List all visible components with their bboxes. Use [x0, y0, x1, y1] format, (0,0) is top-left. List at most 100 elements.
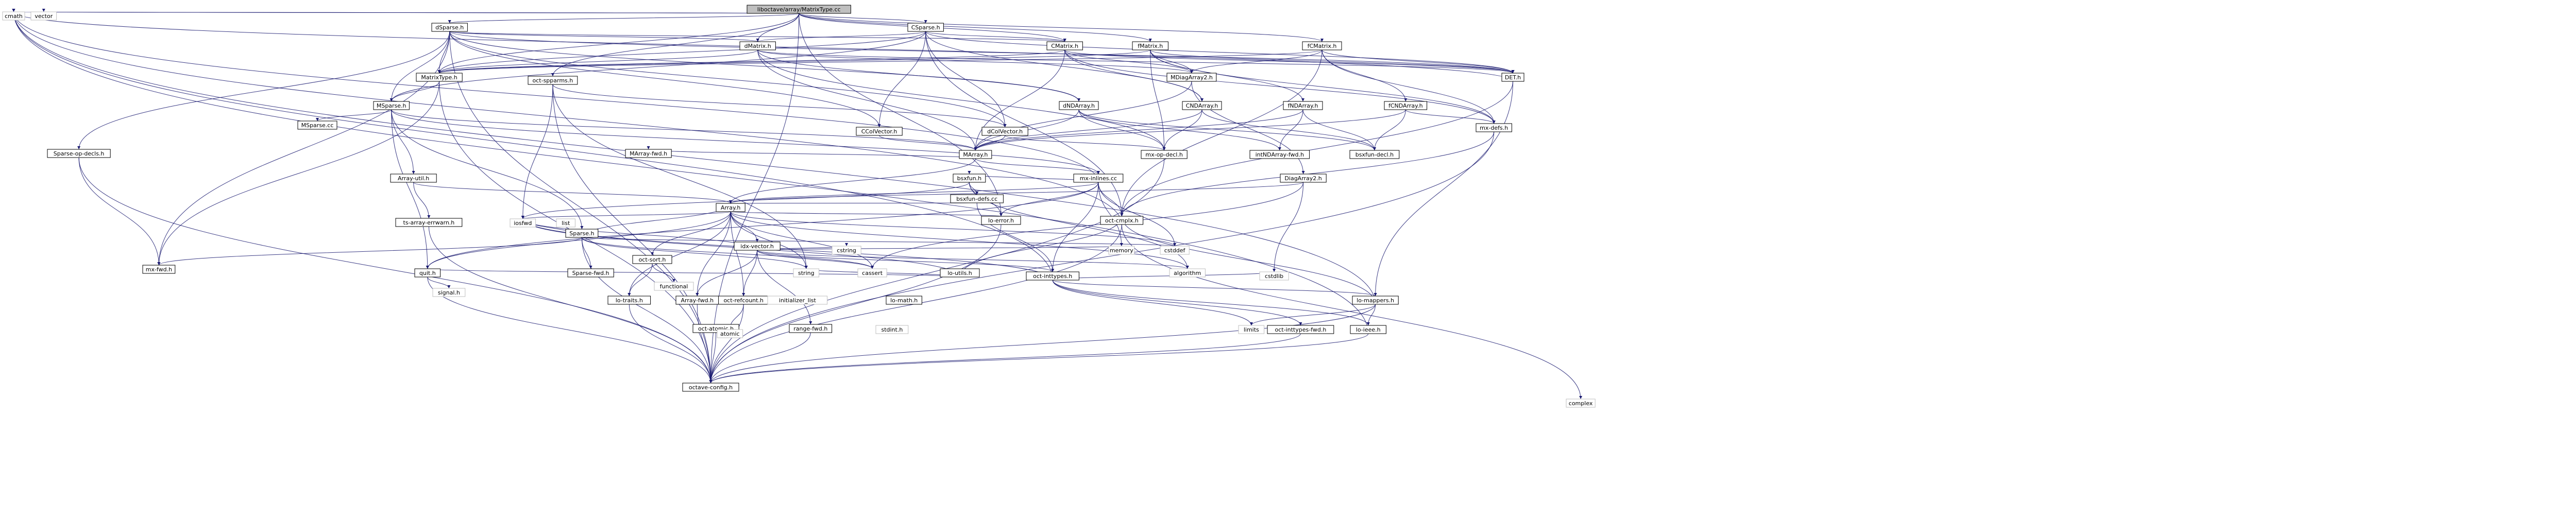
- graph-node-Array[interactable]: Array.h: [716, 203, 745, 212]
- graph-node-dColVector[interactable]: dColVector.h: [981, 127, 1028, 136]
- graph-node-DiagArray2[interactable]: DiagArray2.h: [1280, 174, 1327, 183]
- graph-node-MArrayfwd[interactable]: MArray-fwd.h: [625, 149, 672, 158]
- graph-node-MSparse[interactable]: MSparse.h: [373, 101, 410, 110]
- graph-node-octaveconfig[interactable]: octave-config.h: [682, 383, 739, 392]
- graph-node-root[interactable]: liboctave/array/MatrixType.cc: [747, 5, 851, 14]
- graph-edge-dSparse-DET: [449, 31, 1513, 74]
- graph-edge-arrowhead: [651, 252, 654, 255]
- graph-node-lxmath[interactable]: lo-math.h: [886, 296, 922, 305]
- graph-edge-CSparse-MatrixType: [439, 31, 926, 74]
- graph-node-octinttypes[interactable]: oct-inttypes.h: [1026, 271, 1079, 281]
- graph-node-lxieee[interactable]: lo-ieee.h: [1350, 325, 1386, 334]
- graph-node-atomic: atomic: [717, 329, 743, 338]
- graph-node-fMatrix[interactable]: fMatrix.h: [1132, 41, 1168, 50]
- graph-node-bsxfundefs[interactable]: bsxfun-defs.cc: [950, 194, 1004, 203]
- graph-node-DET[interactable]: DET.h: [1501, 73, 1524, 82]
- graph-edge-idxvector-octinttypes: [757, 250, 1053, 272]
- graph-node-iosfwd: iosfwd: [510, 218, 536, 228]
- graph-node-bsxfundecl[interactable]: bsxfun-decl.h: [1349, 150, 1400, 159]
- graph-node-mxinlines[interactable]: mx-inlines.cc: [1073, 174, 1124, 183]
- graph-node-Arrayfwd[interactable]: Array-fwd.h: [675, 296, 719, 305]
- graph-node-dNDArray[interactable]: dNDArray.h: [1059, 101, 1099, 110]
- graph-edge-Array-lxtraits: [629, 211, 731, 297]
- graph-node-octrefcount[interactable]: oct-refcount.h: [717, 296, 770, 305]
- graph-edge-mxinlines-octcmplx: [1098, 182, 1122, 217]
- graph-node-label: mx-inlines.cc: [1080, 175, 1117, 182]
- graph-node-box: [416, 73, 463, 82]
- graph-edge-arrowhead: [521, 216, 524, 219]
- graph-node-label: cstddef: [1164, 247, 1186, 254]
- graph-node-dMatrix[interactable]: dMatrix.h: [739, 41, 776, 50]
- graph-node-label: oct-inttypes-fwd.h: [1275, 326, 1326, 333]
- graph-node-box: [875, 325, 909, 334]
- graph-node-mxopdecl[interactable]: mx-op-decl.h: [1141, 150, 1188, 159]
- graph-node-box: [907, 23, 944, 32]
- graph-node-rangefwd[interactable]: range-fwd.h: [789, 324, 833, 333]
- graph-node-functional: functional: [654, 282, 694, 291]
- graph-node-loutils[interactable]: lo-utils.h: [940, 268, 980, 278]
- graph-node-octcmplx[interactable]: oct-cmplx.h: [1100, 216, 1144, 225]
- graph-node-MArray[interactable]: MArray.h: [959, 150, 992, 159]
- graph-edge-dMatrix-DET: [757, 49, 1513, 74]
- graph-node-dSparse[interactable]: dSparse.h: [431, 23, 468, 32]
- graph-edge-arrowhead: [871, 266, 874, 269]
- graph-node-MSparsecc[interactable]: MSparse.cc: [297, 120, 337, 130]
- graph-node-Sparse[interactable]: Sparse.h: [565, 229, 599, 238]
- graph-node-Arrayutil[interactable]: Array-util.h: [390, 174, 437, 183]
- graph-node-MDiagArray2[interactable]: MDiagArray2.h: [1166, 73, 1217, 82]
- graph-edge-arrowhead: [1511, 70, 1515, 73]
- graph-edge-arrowhead: [1372, 147, 1376, 150]
- graph-node-lxerror[interactable]: lo-error.h: [981, 216, 1021, 225]
- graph-node-idxvector[interactable]: idx-vector.h: [734, 241, 781, 251]
- graph-node-tsarrayerrwarn[interactable]: ts-array-errwarn.h: [395, 218, 463, 227]
- graph-edge-fNDArray-intNDArrayfwd: [1279, 109, 1303, 151]
- graph-edge-DiagArray2-cstdlib: [1274, 182, 1304, 272]
- graph-node-cstdlib: cstdlib: [1259, 271, 1289, 281]
- graph-edge-lomappers-octcmplx: [1121, 216, 1376, 305]
- graph-node-label: ts-array-errwarn.h: [403, 219, 455, 226]
- graph-node-fCNDArray[interactable]: fCNDArray.h: [1384, 101, 1428, 110]
- graph-node-octsort[interactable]: oct-sort.h: [632, 255, 672, 264]
- graph-node-octinttypesfwd[interactable]: oct-inttypes-fwd.h: [1267, 325, 1334, 334]
- graph-edge-root-octaveconfig: [710, 13, 800, 384]
- graph-node-CSparse[interactable]: CSparse.h: [907, 23, 944, 32]
- graph-node-box: [959, 150, 992, 159]
- graph-edge-CMatrix-MArray: [975, 49, 1065, 151]
- graph-edge-dMatrix-mxopdecl: [757, 49, 1165, 151]
- graph-node-fNDArray[interactable]: fNDArray.h: [1283, 101, 1323, 110]
- graph-node-Sparsefwd[interactable]: Sparse-fwd.h: [567, 268, 614, 278]
- graph-edge-Sparseopdecls-mxfwd: [78, 157, 159, 266]
- graph-node-lomappers[interactable]: lo-mappers.h: [1352, 296, 1399, 305]
- graph-node-label: octave-config.h: [689, 384, 733, 391]
- graph-edge-arrowhead: [1492, 120, 1496, 124]
- graph-node-box: [953, 174, 986, 183]
- graph-node-intNDArrayfwd[interactable]: intNDArray-fwd.h: [1249, 150, 1310, 159]
- graph-node-lxtraits[interactable]: lo-traits.h: [607, 296, 651, 305]
- graph-edge-octspparms-dColVector: [552, 84, 1006, 128]
- graph-node-mxdefs[interactable]: mx-defs.h: [1476, 123, 1512, 132]
- graph-node-mxfwd[interactable]: mx-fwd.h: [142, 265, 176, 274]
- graph-node-label: cassert: [862, 270, 883, 276]
- graph-edge-Array-algorithm: [730, 211, 1188, 269]
- graph-edge-arrowhead: [628, 293, 631, 296]
- graph-edge-MDiagArray2-DiagArray2: [1191, 81, 1304, 175]
- graph-node-box: [739, 41, 776, 50]
- graph-node-quith[interactable]: quit.h: [414, 268, 441, 278]
- graph-node-CColVector[interactable]: CColVector.h: [856, 127, 903, 136]
- graph-node-Sparseopdecls[interactable]: Sparse-op-decls.h: [47, 149, 111, 158]
- graph-node-bsxfun[interactable]: bsxfun.h: [953, 174, 986, 183]
- graph-edge-fMatrix-MDiagArray2: [1150, 49, 1192, 74]
- graph-node-CNDArray[interactable]: CNDArray.h: [1182, 101, 1222, 110]
- graph-node-box: [1566, 399, 1596, 408]
- graph-node-octspparms[interactable]: oct-spparms.h: [528, 76, 578, 85]
- graph-node-MatrixType[interactable]: MatrixType.h: [416, 73, 463, 82]
- graph-node-box: [747, 5, 851, 14]
- graph-node-label: oct-inttypes.h: [1033, 273, 1072, 280]
- graph-edge-CSparse-MSparse: [391, 31, 926, 102]
- graph-node-label: lo-ieee.h: [1356, 326, 1381, 333]
- graph-node-CMatrix[interactable]: CMatrix.h: [1046, 41, 1083, 50]
- graph-node-fCMatrix[interactable]: fCMatrix.h: [1302, 41, 1342, 50]
- graph-node-box: [625, 149, 672, 158]
- graph-edge-octcmplx-complex: [1121, 224, 1581, 400]
- graph-edge-Sparse-string: [581, 237, 807, 269]
